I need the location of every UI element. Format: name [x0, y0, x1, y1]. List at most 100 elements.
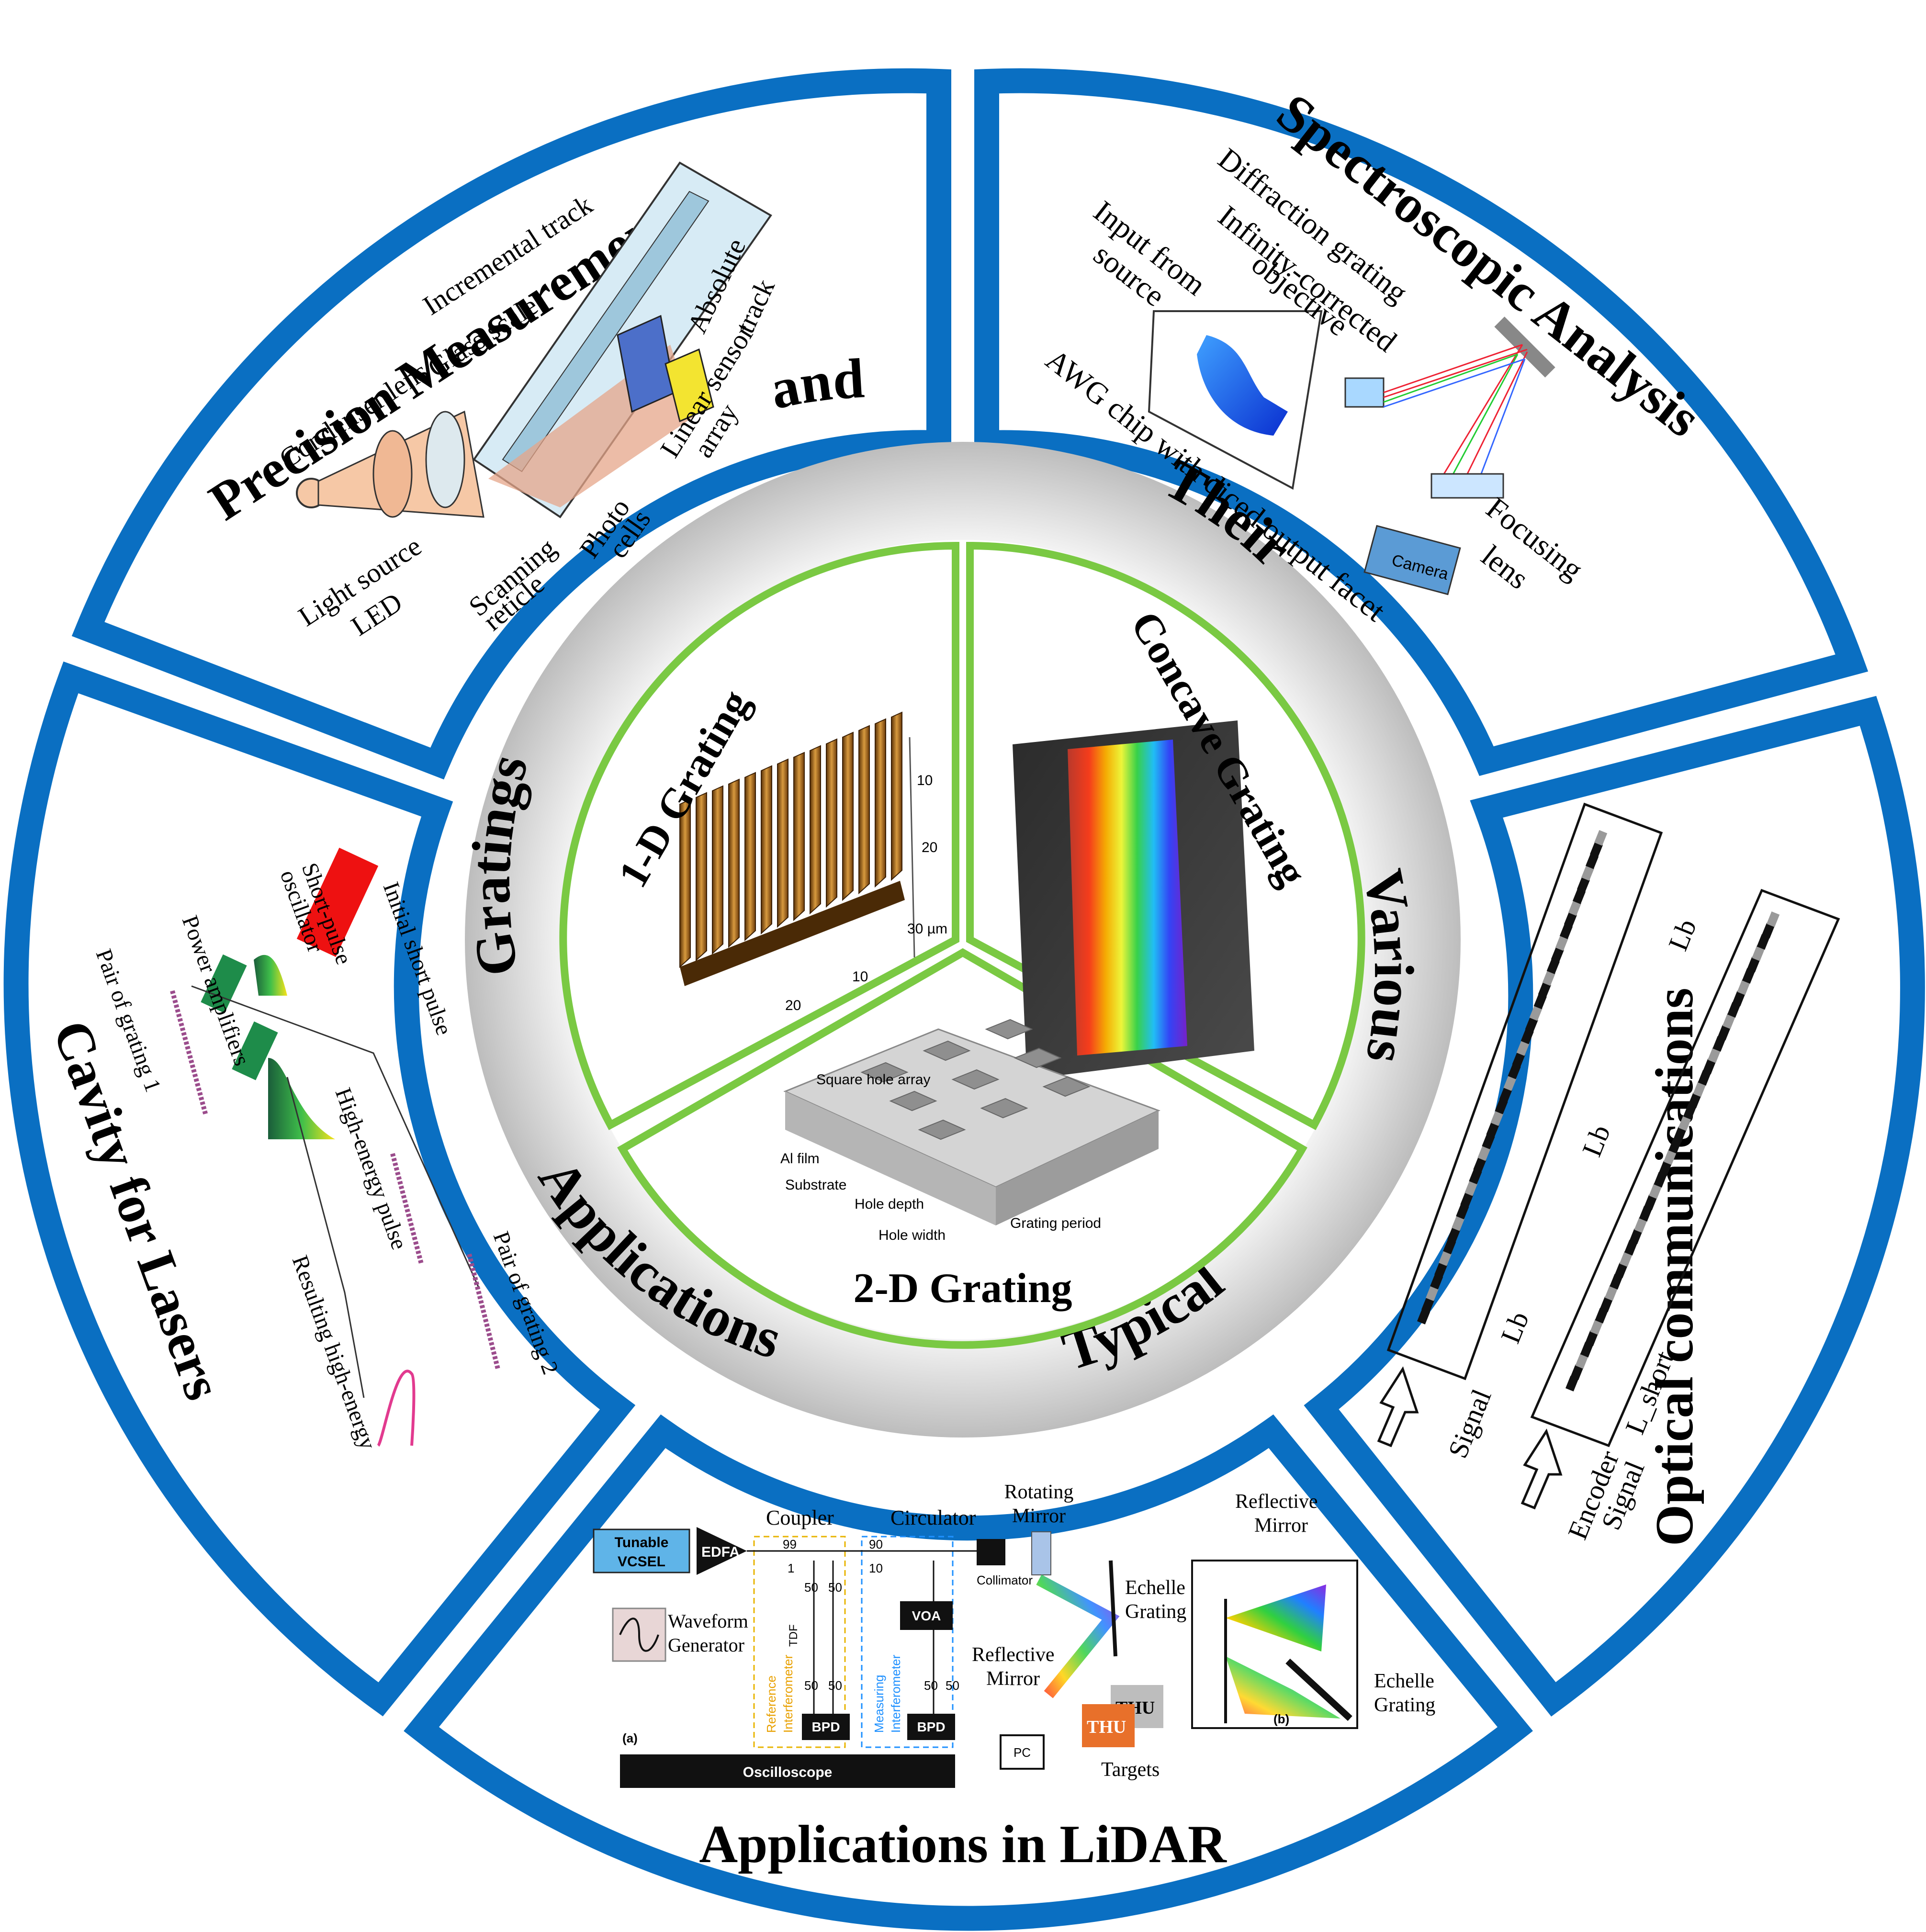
ridge — [728, 778, 740, 948]
encoder-bar — [1610, 1274, 1623, 1290]
encoder-bar — [1708, 1047, 1721, 1063]
encoder-bar — [1482, 1134, 1495, 1149]
label: Measuring — [872, 1675, 886, 1733]
label: Waveform — [668, 1610, 748, 1632]
label: 1 — [788, 1561, 794, 1575]
encoder-bar — [1702, 1058, 1716, 1075]
encoder-bar — [1722, 1013, 1735, 1029]
beam-path — [191, 985, 480, 1398]
encoder-bar — [1555, 935, 1568, 951]
square-holes — [860, 1019, 1091, 1140]
two-d-label: Square hole array — [816, 1072, 930, 1088]
echelle-grating-small — [1109, 1560, 1117, 1657]
encoder-bar — [1572, 888, 1586, 904]
ridge — [679, 798, 691, 968]
encoder-bar — [1575, 1353, 1588, 1369]
label: Interferometer — [781, 1654, 795, 1733]
encoder-bar — [1624, 1240, 1638, 1256]
segment-cavity-border — [3, 661, 636, 1717]
pc-label: PC — [1014, 1745, 1031, 1760]
encoder-bar — [1486, 1122, 1499, 1138]
sector-1d-border — [559, 541, 959, 1130]
grating-pair-2b — [467, 1253, 500, 1370]
label: Echelle — [1125, 1577, 1185, 1599]
encoder-bar — [1503, 1075, 1517, 1091]
encoder-bar — [1417, 1309, 1430, 1325]
label: 50 — [804, 1580, 818, 1595]
axis-label: 10 — [917, 773, 933, 788]
encoder-bar — [1604, 1285, 1618, 1301]
square-hole — [980, 1098, 1028, 1119]
two-d-side — [996, 1111, 1159, 1225]
label: Reflective — [972, 1644, 1055, 1666]
square-hole — [951, 1069, 1000, 1090]
segment-optical-border — [1304, 696, 1925, 1717]
lidar-beams — [1036, 1574, 1120, 1698]
encoder-bar — [1757, 934, 1770, 950]
amplified-pulse — [254, 955, 287, 996]
encoder-bar — [1619, 1251, 1633, 1267]
label: 50 — [828, 1580, 842, 1595]
ridge — [842, 731, 854, 901]
axis-label: 20 — [922, 840, 937, 855]
high-energy-pulse — [268, 1058, 335, 1139]
encoder-bar — [1495, 1099, 1508, 1114]
encoder-bar — [1473, 1157, 1487, 1173]
beam-red — [1383, 344, 1528, 479]
output-pulse — [377, 1370, 416, 1447]
encoder-bar — [1767, 911, 1780, 927]
outer-ring — [3, 68, 1925, 1931]
label: Generator — [668, 1634, 744, 1656]
ridge — [875, 718, 886, 888]
encoder-bar — [1589, 842, 1603, 858]
beam-green — [1383, 353, 1519, 479]
ridge — [777, 758, 788, 928]
encoder-bar — [1430, 1273, 1443, 1290]
encoder-bar — [1737, 979, 1750, 995]
encoder-bar — [1512, 1052, 1525, 1068]
encoder-bar — [1570, 1364, 1584, 1381]
encoder-bar — [1521, 1028, 1534, 1045]
encoder-bar — [1663, 1149, 1677, 1165]
encoder-bar — [1580, 1342, 1593, 1358]
label: TDF — [787, 1624, 800, 1647]
grating-ridges — [679, 711, 905, 986]
encoder-bar — [1712, 1036, 1726, 1052]
label: Mirror — [1012, 1505, 1066, 1527]
ridge — [891, 711, 902, 881]
two-d-front — [785, 1091, 996, 1225]
label: Reference — [764, 1675, 778, 1733]
label: Interferometer — [889, 1654, 903, 1733]
fiber-1 — [1386, 802, 1663, 1381]
power-amp-2 — [232, 1021, 278, 1080]
encoder-bar — [1542, 970, 1555, 986]
concave-spectrum — [1068, 740, 1187, 1056]
ridge — [858, 725, 870, 895]
label: (a) — [622, 1731, 638, 1745]
encoder-bar — [1678, 1115, 1691, 1131]
encoder-bar — [1559, 923, 1573, 939]
voa-label: VOA — [912, 1608, 941, 1623]
encoder-bar — [1585, 853, 1599, 869]
encoder-bars-2 — [1566, 911, 1780, 1392]
ridge — [696, 792, 707, 962]
awg-chip — [1197, 335, 1288, 436]
encoder-bar — [1732, 990, 1746, 1007]
square-hole — [889, 1090, 937, 1112]
encoder-bar — [1460, 1192, 1474, 1208]
grating-pair-1 — [170, 990, 208, 1116]
label: Mirror — [1254, 1515, 1308, 1537]
section-lidar: Applications in LiDAR Tunable VCSEL EDFA… — [593, 1481, 1435, 1874]
encoder-bar — [1668, 1138, 1682, 1154]
encoder-bar — [1568, 900, 1582, 916]
two-d-label: Hole width — [879, 1227, 946, 1243]
optical-title: Optical communications — [1645, 988, 1704, 1546]
label: Echelle — [1374, 1670, 1434, 1692]
two-d-grating-image: Square hole array Al film Substrate Hole… — [780, 1019, 1160, 1312]
encoder-bar — [1456, 1203, 1469, 1220]
label: (b) — [1273, 1712, 1289, 1726]
encoder-bar — [1599, 1296, 1613, 1313]
axis-line — [909, 737, 915, 958]
encoder-bar — [1529, 1005, 1543, 1021]
precision-optics — [296, 161, 772, 518]
